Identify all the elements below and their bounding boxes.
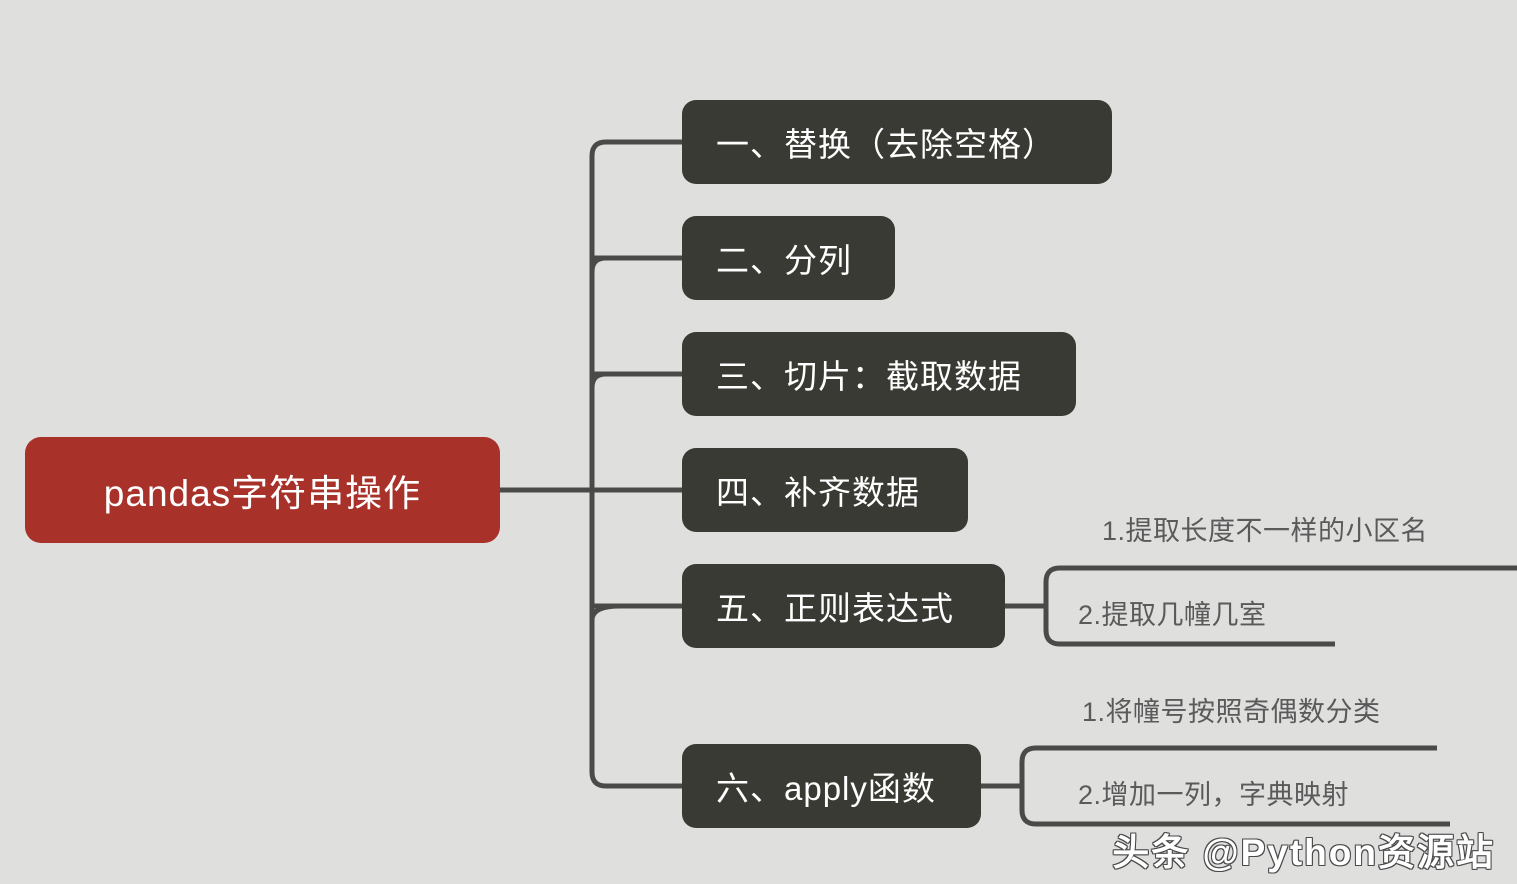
leaf-item-5-2[interactable]: 2.提取几幢几室 <box>1078 600 1267 630</box>
branch-node-2[interactable]: 二、分列 <box>682 216 895 300</box>
branch-node-2-label: 二、分列 <box>716 242 852 279</box>
branch-node-6[interactable]: 六、apply函数 <box>682 744 981 828</box>
branch-node-1-label: 一、替换（去除空格） <box>716 126 1056 163</box>
leaf-item-6-1[interactable]: 1.将幢号按照奇偶数分类 <box>1082 697 1381 727</box>
edge-elbow-3 <box>589 371 607 389</box>
branch-node-3[interactable]: 三、切片：截取数据 <box>682 332 1076 416</box>
leaf-item-6-2[interactable]: 2.增加一列，字典映射 <box>1078 780 1350 810</box>
leaf-item-5-1[interactable]: 1.提取长度不一样的小区名 <box>1102 516 1429 546</box>
branch-node-5-label: 五、正则表达式 <box>716 590 954 627</box>
branch-node-4-label: 四、补齐数据 <box>716 474 920 511</box>
branch-node-6-label: 六、apply函数 <box>716 770 936 807</box>
branch-node-3-label: 三、切片：截取数据 <box>716 358 1022 395</box>
branch-node-5[interactable]: 五、正则表达式 <box>682 564 1005 648</box>
root-node-label: pandas字符串操作 <box>103 473 422 514</box>
edge-spine <box>589 139 682 789</box>
edge-elbow-5 <box>589 603 621 621</box>
watermark-label: 头条 @Python资源站 <box>1112 832 1495 873</box>
edge-elbow-2 <box>589 255 607 273</box>
branch-node-1[interactable]: 一、替换（去除空格） <box>682 100 1112 184</box>
root-node[interactable]: pandas字符串操作 <box>25 437 500 543</box>
branch-node-4[interactable]: 四、补齐数据 <box>682 448 968 532</box>
